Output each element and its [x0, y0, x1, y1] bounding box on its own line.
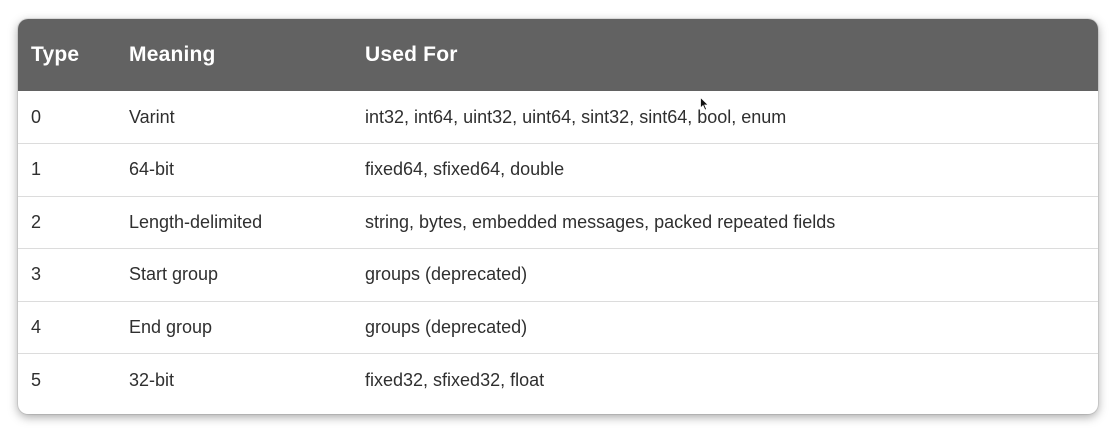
cell-meaning: End group	[129, 316, 213, 337]
table-row: 2 Length-delimited string, bytes, embedd…	[18, 196, 1098, 249]
cell-type: 5	[31, 369, 42, 390]
table-row: 3 Start group groups (deprecated)	[18, 249, 1098, 301]
cell-used-for: string, bytes, embedded messages, packed…	[365, 211, 836, 232]
cell-used-for: int32, int64, uint32, uint64, sint32, si…	[365, 106, 787, 127]
cell-used-for: fixed64, sfixed64, double	[365, 159, 565, 180]
cell-type: 1	[31, 159, 42, 180]
mouse-pointer-icon	[700, 97, 710, 111]
table-row: 5 32-bit fixed32, sfixed32, float	[18, 354, 1098, 407]
column-header-meaning: Meaning	[129, 43, 216, 66]
cell-meaning: 32-bit	[129, 369, 175, 390]
cell-used-for: groups (deprecated)	[365, 316, 528, 337]
cell-type: 3	[31, 264, 42, 285]
cell-meaning: Start group	[129, 264, 219, 285]
table-row: 4 End group groups (deprecated)	[18, 301, 1098, 354]
cell-used-for: groups (deprecated)	[365, 264, 528, 285]
column-header-type: Type	[31, 43, 80, 66]
wire-types-table: Type Meaning Used For 0 Varint int32, in…	[18, 19, 1098, 406]
cell-meaning: Varint	[129, 106, 175, 127]
table-header: Type Meaning Used For	[18, 19, 1098, 91]
wire-types-table-window: Type Meaning Used For 0 Varint int32, in…	[18, 19, 1098, 414]
cell-type: 4	[31, 316, 42, 337]
cell-meaning: Length-delimited	[129, 211, 263, 232]
cell-type: 0	[31, 106, 42, 127]
table-row: 0 Varint int32, int64, uint32, uint64, s…	[18, 91, 1098, 144]
cell-meaning: 64-bit	[129, 159, 175, 180]
table-body: 0 Varint int32, int64, uint32, uint64, s…	[18, 91, 1098, 406]
table-row: 1 64-bit fixed64, sfixed64, double	[18, 144, 1098, 196]
table-header-row: Type Meaning Used For	[18, 19, 1098, 91]
cell-used-for: fixed32, sfixed32, float	[365, 369, 545, 390]
column-header-used-for: Used For	[365, 43, 458, 66]
cell-type: 2	[31, 211, 42, 232]
